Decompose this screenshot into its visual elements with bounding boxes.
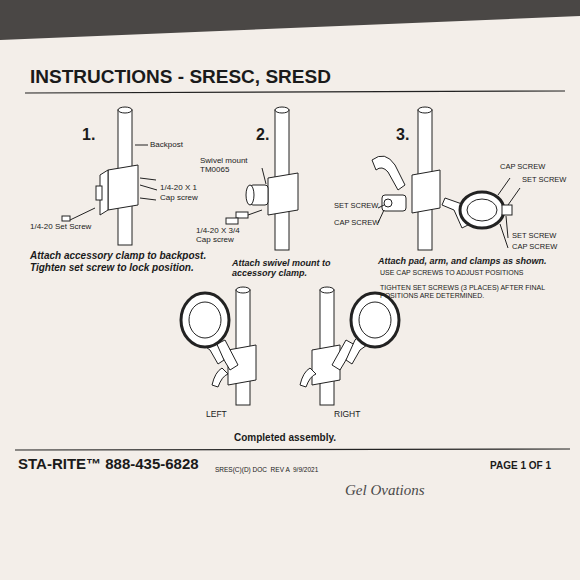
part-label: Cap screw bbox=[160, 193, 198, 202]
page-number: PAGE 1 OF 1 bbox=[490, 460, 551, 472]
step-number: 1. bbox=[82, 126, 95, 144]
document-code: SRES(C)(D) DOC REV A 9/9/2021 bbox=[215, 466, 318, 473]
instruction-text: Attach pad, arm, and clamps as shown. bbox=[378, 256, 573, 266]
step-number: 3. bbox=[396, 126, 409, 144]
right-assembly bbox=[300, 287, 399, 405]
step-3-figure bbox=[372, 107, 520, 250]
part-label: Backpost bbox=[150, 140, 183, 149]
brand-phone: STA-RITE™ 888-435-6828 bbox=[18, 455, 199, 472]
view-label: LEFT bbox=[206, 410, 227, 420]
part-label: 1/4-20 X 1 bbox=[160, 183, 197, 192]
part-label: 1/4-20 X 3/4 Cap screw bbox=[196, 226, 254, 244]
step-number: 2. bbox=[256, 126, 269, 144]
instruction-text: Attach swivel mount to accessory clamp. bbox=[232, 258, 372, 279]
instruction-note: TIGHTEN SET SCREWS (3 PLACES) AFTER FINA… bbox=[380, 284, 555, 300]
part-label: SET SCREW bbox=[334, 202, 378, 211]
view-label: RIGHT bbox=[334, 410, 360, 420]
sheet-title: INSTRUCTIONS - SRESC, SRESD bbox=[30, 66, 331, 88]
handwritten-note: Gel Ovations bbox=[345, 482, 425, 499]
part-label: CAP SCREW bbox=[334, 219, 379, 228]
part-label: CAP SCREW bbox=[512, 243, 557, 252]
part-label: Swivel mount TM0065 bbox=[200, 156, 260, 174]
part-label: CAP SCREW bbox=[500, 163, 545, 172]
left-assembly bbox=[181, 287, 256, 405]
part-label: 1/4-20 Set Screw bbox=[30, 222, 91, 231]
part-label: SET SCREW bbox=[512, 232, 556, 241]
part-label: SET SCREW bbox=[522, 176, 566, 185]
paper-shadow bbox=[0, 0, 580, 40]
caption-text: Completed assembly. bbox=[234, 432, 336, 444]
header-rule bbox=[15, 91, 570, 450]
instruction-note: USE CAP SCREWS TO ADJUST POSITIONS bbox=[380, 269, 523, 277]
instruction-text: Attach accessory clamp to backpost. Tigh… bbox=[30, 250, 225, 273]
